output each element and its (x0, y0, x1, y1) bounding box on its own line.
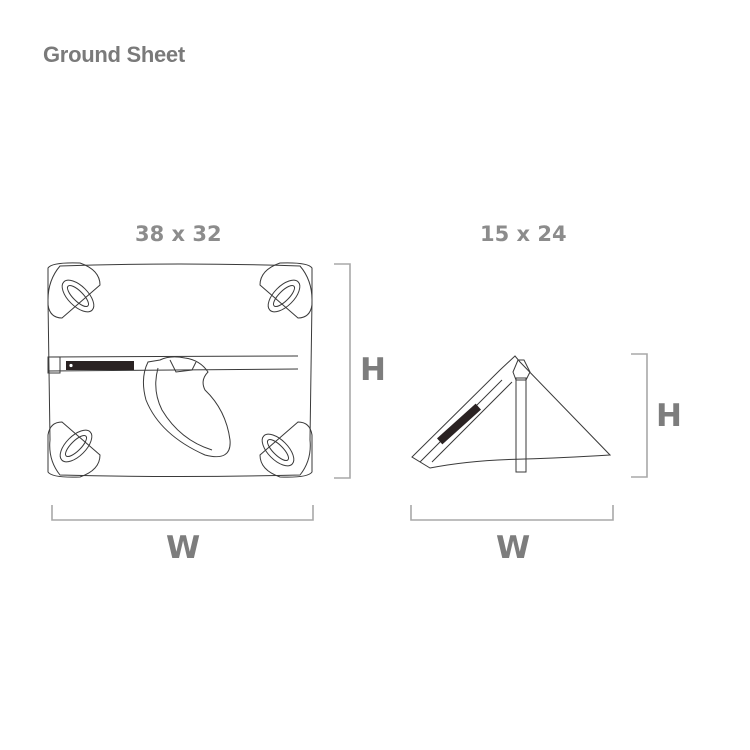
corner-loop-tr-icon (259, 262, 313, 319)
unfolded-height-bracket (334, 263, 351, 479)
brand-tag (66, 361, 134, 370)
dimension-brackets (51, 263, 648, 521)
folded-dimension-label: 15 x 24 (480, 222, 567, 246)
unfolded-width-bracket (51, 505, 314, 521)
unfolded-sheet-illustration (47, 262, 313, 478)
unfolded-height-label: H (360, 352, 386, 388)
corner-loop-br-icon (259, 421, 313, 478)
unfolded-dimension-label: 38 x 32 (135, 222, 222, 246)
folded-height-bracket (631, 353, 648, 478)
folded-sheet-illustration (411, 355, 612, 473)
folded-width-bracket (410, 505, 614, 521)
page-title: Ground Sheet (43, 42, 185, 67)
folded-width-label: W (496, 530, 531, 566)
folded-height-label: H (656, 398, 682, 434)
unfolded-width-label: W (166, 530, 201, 566)
brand-tag-folded (437, 403, 481, 445)
corner-loop-tl-icon (47, 262, 101, 319)
corner-loop-bl-icon (47, 421, 101, 478)
